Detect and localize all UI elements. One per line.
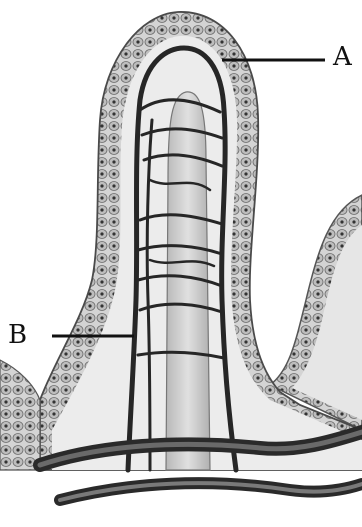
left-neighbor-edge bbox=[0, 360, 40, 470]
label-b: B bbox=[8, 322, 27, 348]
label-a: A bbox=[333, 44, 352, 70]
